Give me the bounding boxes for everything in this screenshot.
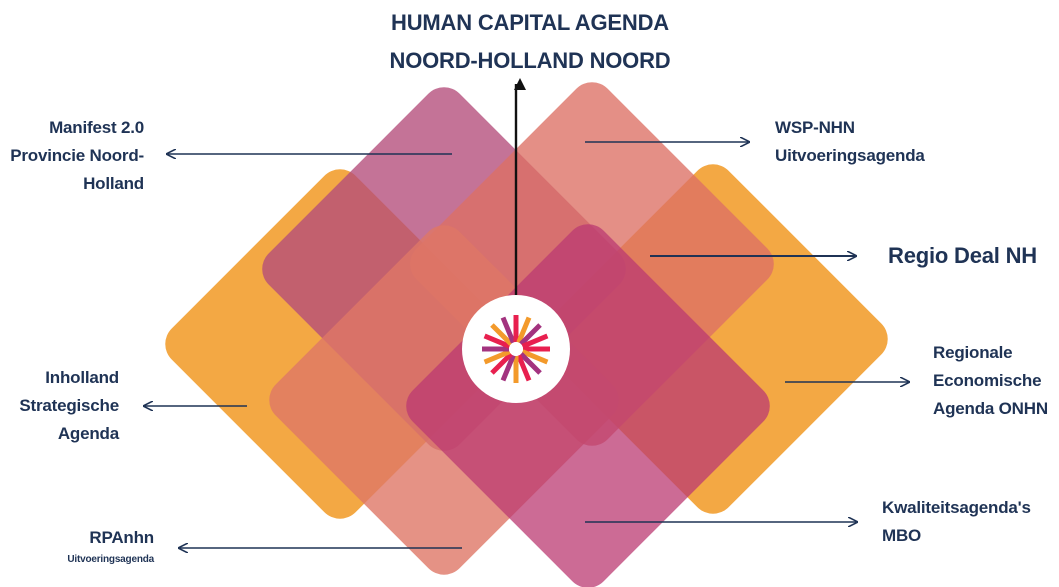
label-manifest: Manifest 2.0 Provincie Noord- Holland bbox=[10, 114, 144, 198]
logo-ray bbox=[483, 349, 511, 365]
diagram-title: HUMAN CAPITAL AGENDA NOORD-HOLLAND NOORD bbox=[330, 4, 730, 80]
wsp-line-2: Uitvoeringsagenda bbox=[775, 146, 925, 165]
label-regionale: Regionale Economische Agenda ONHN bbox=[933, 339, 1048, 423]
regionale-line-2: Economische bbox=[933, 371, 1042, 390]
label-rpanhn: RPAnhn Uitvoeringsagenda bbox=[67, 524, 154, 568]
logo-ray bbox=[500, 316, 516, 344]
kwaliteit-line-2: MBO bbox=[882, 526, 922, 545]
logo-ray bbox=[490, 352, 513, 375]
inholland-line-3: Agenda bbox=[57, 424, 119, 443]
title-line-2: NOORD-HOLLAND NOORD bbox=[389, 48, 671, 73]
inholland-line-2: Strategische bbox=[19, 396, 119, 415]
label-inholland: Inholland Strategische Agenda bbox=[19, 364, 119, 448]
label-regio-deal: Regio Deal NH bbox=[888, 240, 1037, 272]
regionale-line-1: Regionale bbox=[933, 343, 1013, 362]
logo-ray bbox=[519, 323, 542, 346]
rpanhn-line-2: Uitvoeringsagenda bbox=[67, 554, 154, 565]
logo-ray bbox=[521, 349, 549, 365]
logo-ray bbox=[521, 333, 549, 349]
wsp-line-1: WSP-NHN bbox=[775, 118, 855, 137]
inholland-line-1: Inholland bbox=[45, 368, 119, 387]
label-wsp: WSP-NHN Uitvoeringsagenda bbox=[775, 114, 925, 170]
label-kwaliteit: Kwaliteitsagenda's MBO bbox=[882, 494, 1031, 550]
logo-ray bbox=[516, 316, 532, 344]
title-line-1: HUMAN CAPITAL AGENDA bbox=[391, 10, 669, 35]
rpanhn-line-1: RPAnhn bbox=[89, 528, 154, 547]
logo-ray bbox=[500, 354, 516, 382]
manifest-line-2: Provincie Noord- bbox=[10, 146, 144, 165]
logo-ray bbox=[516, 354, 532, 382]
logo-ray bbox=[490, 323, 513, 346]
logo-ray bbox=[483, 333, 511, 349]
manifest-line-1: Manifest 2.0 bbox=[49, 118, 144, 137]
starburst-logo-icon bbox=[462, 295, 570, 403]
manifest-line-3: Holland bbox=[83, 174, 144, 193]
kwaliteit-line-1: Kwaliteitsagenda's bbox=[882, 498, 1031, 517]
regio-deal-text: Regio Deal NH bbox=[888, 243, 1037, 268]
regionale-line-3: Agenda ONHN bbox=[933, 399, 1048, 418]
logo-ray bbox=[519, 352, 542, 375]
